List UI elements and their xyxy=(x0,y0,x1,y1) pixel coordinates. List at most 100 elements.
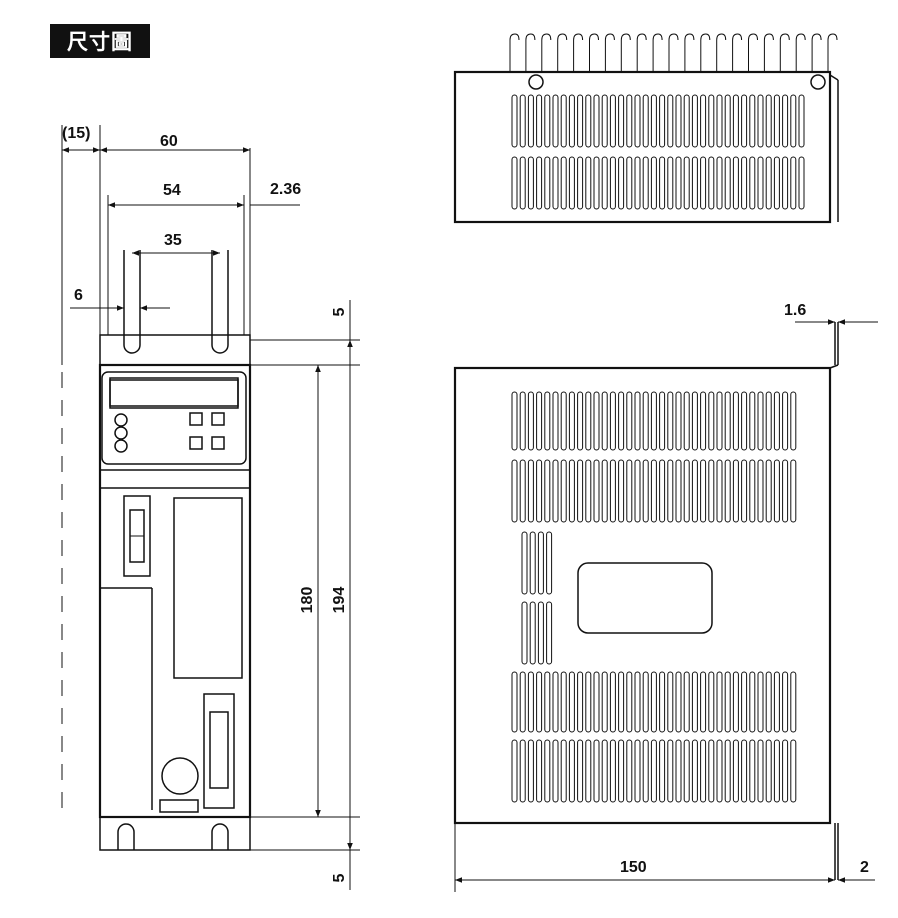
top-view xyxy=(453,33,839,224)
vent-slot xyxy=(749,156,756,210)
vent-slot xyxy=(675,739,682,803)
dim-label-tab-top: 5 xyxy=(331,307,348,316)
vent-slot xyxy=(773,459,780,523)
vent-slot xyxy=(757,671,764,733)
vent-slot xyxy=(790,156,797,210)
heatsink-fin xyxy=(509,33,520,72)
vent-slot xyxy=(691,739,698,803)
vent-slot xyxy=(585,156,592,210)
vent-slot xyxy=(782,391,789,451)
vent-slot xyxy=(650,94,657,148)
heatsink-fin xyxy=(541,33,552,72)
vent-slot xyxy=(765,94,772,148)
vent-slot xyxy=(765,156,772,210)
vent-slot xyxy=(536,391,543,451)
vent-slot xyxy=(683,739,690,803)
vent-slot xyxy=(716,459,723,523)
heatsink-fin xyxy=(636,33,647,72)
screw-hole-icon xyxy=(528,74,544,90)
vent-slot xyxy=(724,391,731,451)
vent-slot xyxy=(577,459,584,523)
vent-slot xyxy=(593,671,600,733)
vent-slot xyxy=(732,94,739,148)
vent-slot xyxy=(601,739,608,803)
vent-slot xyxy=(568,156,575,210)
vent-slot xyxy=(757,391,764,451)
vent-slot xyxy=(642,739,649,803)
vent-slot xyxy=(544,739,551,803)
vent-slot xyxy=(552,94,559,148)
dim-label-width: 60 xyxy=(160,133,178,150)
key-button-icon xyxy=(189,412,203,426)
vent-slot xyxy=(675,671,682,733)
dim-label-tab-bottom: 5 xyxy=(331,873,348,882)
slot-right xyxy=(211,250,229,335)
vent-slot xyxy=(708,671,715,733)
vent-slot xyxy=(585,94,592,148)
vent-slot xyxy=(749,671,756,733)
vent-slot xyxy=(642,94,649,148)
vent-slot xyxy=(683,671,690,733)
vent-slot xyxy=(626,94,633,148)
vent-slot xyxy=(546,531,553,595)
top-mount-tab xyxy=(99,334,251,365)
heatsink-fin xyxy=(525,33,536,72)
cooling-fan-icon xyxy=(161,757,199,795)
vent-slot xyxy=(511,739,518,803)
vent-slot xyxy=(700,94,707,148)
vent-slot xyxy=(642,459,649,523)
vent-slot xyxy=(511,156,518,210)
vent-slot xyxy=(519,459,526,523)
vent-slot xyxy=(659,94,666,148)
vent-slot xyxy=(724,156,731,210)
vent-slot xyxy=(577,391,584,451)
vent-slot xyxy=(675,94,682,148)
vent-slot xyxy=(659,671,666,733)
slot-left-end xyxy=(123,335,141,354)
vent-slot xyxy=(732,671,739,733)
vent-slot xyxy=(519,94,526,148)
operator-panel xyxy=(101,371,247,465)
vent-slot xyxy=(741,739,748,803)
vent-slot xyxy=(650,156,657,210)
nameplate-window xyxy=(173,497,243,679)
vent-slot xyxy=(519,156,526,210)
dim-label-slot-spacing: 35 xyxy=(164,232,182,249)
vent-slot xyxy=(593,739,600,803)
vent-slot xyxy=(749,739,756,803)
vent-slot xyxy=(741,156,748,210)
vent-slot xyxy=(609,739,616,803)
vent-slot xyxy=(560,459,567,523)
key-button-icon xyxy=(189,436,203,450)
vent-slot xyxy=(593,391,600,451)
vent-slot xyxy=(568,671,575,733)
vent-slot xyxy=(626,156,633,210)
vent-slot xyxy=(757,739,764,803)
vent-slot xyxy=(749,391,756,451)
vent-slot xyxy=(782,459,789,523)
vent-slot xyxy=(560,739,567,803)
vent-slot xyxy=(773,739,780,803)
cooling-fins xyxy=(509,33,838,72)
vent-slot xyxy=(782,156,789,210)
vent-slot xyxy=(741,94,748,148)
vent-slot xyxy=(724,459,731,523)
vent-slot xyxy=(691,671,698,733)
slot-right-end xyxy=(211,335,229,354)
vent-slot xyxy=(667,671,674,733)
vent-slot xyxy=(626,459,633,523)
vent-slot xyxy=(798,94,805,148)
vent-slot xyxy=(732,391,739,451)
bottom-slot-left xyxy=(117,823,135,850)
vent-slot xyxy=(529,531,536,595)
vent-slot xyxy=(659,739,666,803)
connector-cn2-pins xyxy=(209,711,229,789)
vent-slot xyxy=(585,391,592,451)
dim-label-rail-bottom: 2 xyxy=(860,859,869,876)
vent-slot xyxy=(544,671,551,733)
vent-slot xyxy=(782,94,789,148)
vent-slot xyxy=(650,391,657,451)
vent-slot xyxy=(650,739,657,803)
heatsink-fin xyxy=(795,33,806,72)
